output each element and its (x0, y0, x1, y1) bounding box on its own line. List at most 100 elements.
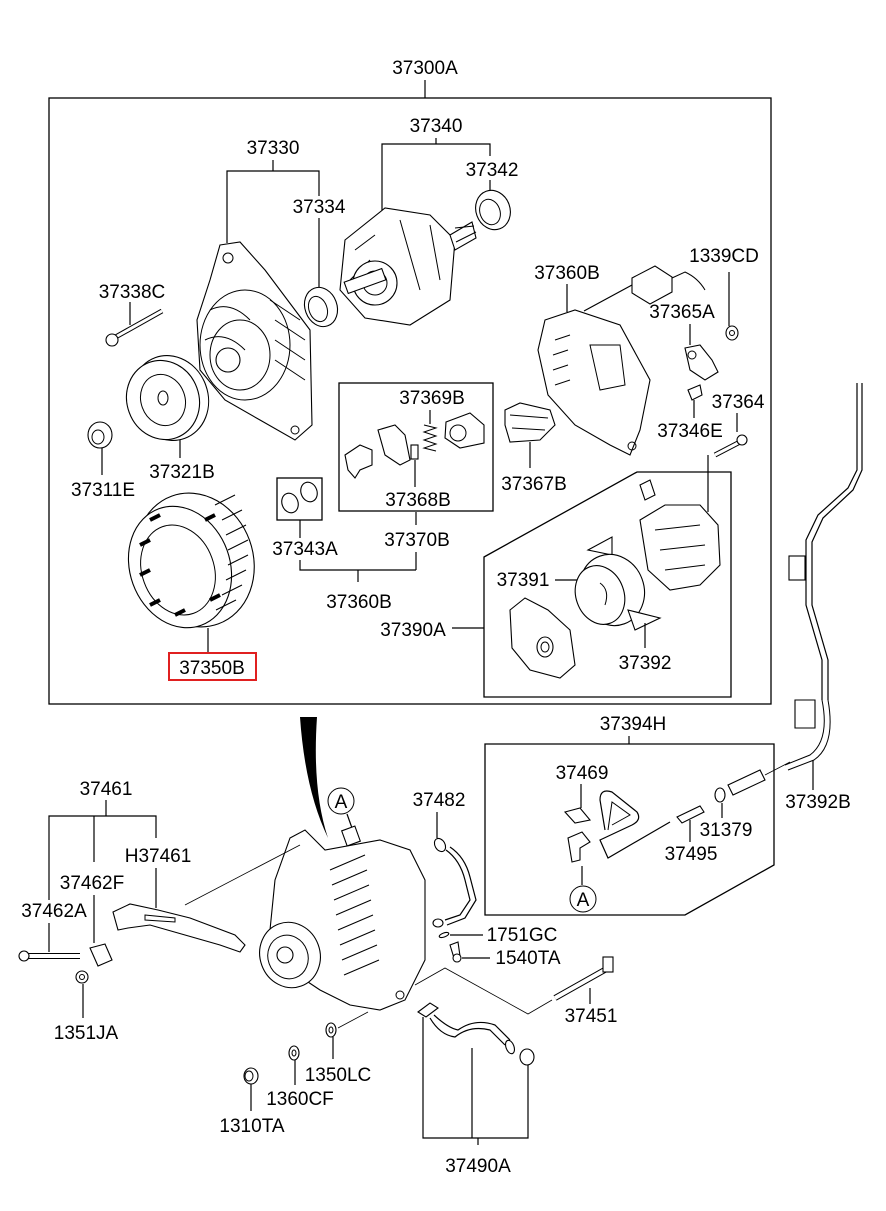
terminal-part[interactable] (684, 344, 719, 381)
nut-part[interactable] (87, 421, 113, 449)
label-31379[interactable]: 31379 (700, 820, 753, 841)
brace-group: 37461 H37461 37462F 37462A 1351JA (18, 779, 246, 1044)
cable-group: 37482 1751GC 1540TA (413, 790, 561, 969)
label-37340[interactable]: 37340 (410, 116, 463, 137)
rotor-part[interactable] (339, 207, 477, 326)
label-37350B[interactable]: 37350B (179, 658, 245, 679)
rear-bracket-group: 37360B (534, 263, 706, 456)
ref-label-a-top[interactable]: A (335, 792, 348, 813)
label-37338C[interactable]: 37338C (99, 282, 166, 303)
label-1310TA[interactable]: 1310TA (219, 1116, 284, 1137)
label-37391[interactable]: 37391 (497, 570, 550, 591)
label-37394H[interactable]: 37394H (600, 714, 667, 735)
bearing-kit-part[interactable] (279, 480, 320, 515)
spring-part[interactable] (422, 424, 438, 452)
label-37462F[interactable]: 37462F (60, 873, 124, 894)
hose-end-part[interactable] (727, 761, 791, 796)
spacer-part[interactable] (89, 943, 113, 967)
label-37490A[interactable]: 37490A (445, 1156, 511, 1177)
label-37342[interactable]: 37342 (466, 160, 519, 181)
brush-holder-part[interactable] (344, 424, 411, 479)
label-1350LC[interactable]: 1350LC (305, 1065, 372, 1086)
pulley-part[interactable] (115, 345, 220, 452)
connector-37495-part[interactable] (676, 805, 705, 824)
label-37321B[interactable]: 37321B (149, 462, 215, 483)
washer-1351JA-part[interactable] (75, 970, 89, 984)
label-37461[interactable]: 37461 (80, 779, 133, 800)
fitting-part[interactable] (567, 831, 591, 863)
alternator-assembly-group: A (184, 787, 426, 1011)
front-bracket-group: 37330 37334 (196, 138, 346, 441)
pipe-part[interactable] (784, 383, 863, 771)
cap-part[interactable] (687, 384, 703, 401)
label-1339CD[interactable]: 1339CD (689, 246, 759, 267)
label-37469[interactable]: 37469 (556, 763, 609, 784)
stator-part[interactable] (112, 476, 273, 643)
label-1351JA[interactable]: 1351JA (54, 1023, 119, 1044)
nut-37311E-group: 37311E (71, 421, 135, 501)
vane-part[interactable] (567, 536, 662, 635)
nut-1310TA-part[interactable] (243, 1067, 259, 1085)
rear-bracket-part[interactable] (537, 309, 651, 456)
label-1751GC[interactable]: 1751GC (487, 925, 558, 946)
label-37346E[interactable]: 37346E (657, 421, 723, 442)
label-37392B[interactable]: 37392B (785, 792, 851, 813)
label-H37461[interactable]: H37461 (125, 846, 192, 867)
label-37311E[interactable]: 37311E (71, 480, 135, 501)
assembly-box (48, 97, 772, 705)
screw-1540TA-part[interactable] (449, 941, 462, 963)
hose-box (484, 743, 775, 916)
label-37369B[interactable]: 37369B (399, 388, 465, 409)
label-37360B-top[interactable]: 37360B (534, 263, 600, 284)
small-nut-part[interactable] (725, 325, 739, 341)
label-37300A[interactable]: 37300A (392, 58, 458, 79)
label-37365A[interactable]: 37365A (649, 302, 715, 323)
label-37370B[interactable]: 37370B (384, 530, 450, 551)
clip-part[interactable] (563, 807, 592, 824)
hose-clamp-left-part[interactable] (417, 1002, 439, 1018)
label-37330[interactable]: 37330 (247, 138, 300, 159)
oil-hose-part[interactable] (429, 1014, 516, 1055)
rectifier-part[interactable] (504, 402, 556, 443)
label-37368B[interactable]: 37368B (385, 490, 451, 511)
brace-bolt-part[interactable] (18, 950, 80, 962)
connector-part[interactable] (631, 265, 706, 305)
ref-label-a-bottom[interactable]: A (577, 890, 590, 911)
label-37451[interactable]: 37451 (565, 1006, 618, 1027)
cable-part[interactable] (432, 836, 477, 928)
label-37343A[interactable]: 37343A (272, 539, 338, 560)
cover-part[interactable] (444, 412, 485, 449)
washer-1350LC-part[interactable] (325, 1022, 337, 1038)
label-37390A[interactable]: 37390A (380, 620, 446, 641)
grommet-part[interactable] (438, 931, 450, 939)
brace-part[interactable] (112, 903, 246, 953)
hose-assy-group: 37394H 37469 A 37495 31379 (484, 714, 791, 916)
label-37334[interactable]: 37334 (293, 197, 346, 218)
rotor-bearing-part[interactable] (470, 185, 516, 234)
front-bearing-part[interactable] (299, 283, 343, 332)
label-37360B-bottom[interactable]: 37360B (326, 592, 392, 613)
pump-cover-part[interactable] (509, 597, 576, 679)
hose-part[interactable] (599, 790, 671, 859)
alternator-part[interactable] (251, 825, 426, 1011)
bolt-37364-part[interactable] (713, 434, 748, 458)
label-37367B[interactable]: 37367B (501, 474, 567, 495)
clamp-31379-part[interactable] (714, 787, 726, 803)
label-37495[interactable]: 37495 (665, 844, 718, 865)
bolt-part[interactable] (105, 308, 164, 347)
hose-clamp-right-part[interactable] (519, 1048, 535, 1066)
brush-part[interactable] (410, 444, 419, 460)
through-bolt-group: 37451 (414, 956, 618, 1027)
spring-washer-1360CF-part[interactable] (288, 1045, 300, 1061)
through-bolt-part[interactable] (553, 956, 614, 1001)
vacuum-pump-group: 37390A 37391 37392 (380, 455, 732, 698)
label-37392[interactable]: 37392 (619, 653, 672, 674)
label-37364[interactable]: 37364 (712, 392, 765, 413)
front-bracket-part[interactable] (196, 241, 313, 441)
label-1360CF[interactable]: 1360CF (266, 1089, 334, 1110)
label-1540TA[interactable]: 1540TA (495, 948, 560, 969)
pump-housing-part[interactable] (639, 479, 721, 591)
label-37462A[interactable]: 37462A (21, 901, 87, 922)
bolt-37338C-group: 37338C (99, 282, 166, 347)
label-37482[interactable]: 37482 (413, 790, 466, 811)
